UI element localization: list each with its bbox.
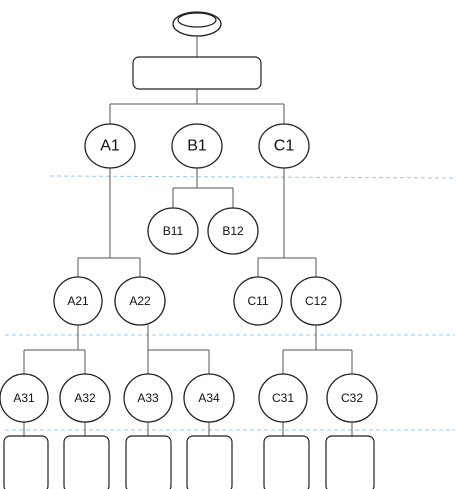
node-label: B1 [187,138,207,155]
root-box [132,56,262,90]
node-c12: C12 [290,276,342,326]
node-a34: A34 [183,373,235,423]
node-b12: B12 [207,207,259,255]
node-label: A32 [74,391,96,405]
node-label: C1 [274,138,295,155]
leaf-box [325,435,375,489]
node-label: A34 [198,391,220,405]
node-label: B12 [222,224,244,238]
node-a1: A1 [84,123,136,169]
leaf-box [3,435,49,489]
node-c1: C1 [258,123,310,169]
leaf-box [63,435,110,489]
node-label: A22 [129,294,151,308]
node-c11: C11 [233,276,283,326]
edges [23,36,353,436]
node-c32: C32 [326,373,378,423]
node-label: C31 [272,391,294,405]
node-label: A31 [13,391,35,405]
node-a33: A33 [123,373,173,423]
database-icon [172,11,222,37]
leaf-box [263,435,310,489]
node-label: A1 [100,138,120,155]
node-label: C11 [247,294,268,308]
node-a22: A22 [114,276,166,326]
leaf-box [125,435,172,489]
node-c31: C31 [258,373,308,423]
node-label: A21 [67,294,89,308]
separator-line [49,175,456,179]
node-label: B11 [163,224,184,238]
node-label: A33 [137,391,159,405]
node-a21: A21 [53,276,103,326]
leaf-box [186,435,233,489]
node-label: C32 [341,391,363,405]
node-a32: A32 [59,373,111,423]
node-a31: A31 [0,373,49,423]
node-label: C12 [305,294,327,308]
node-b1: B1 [171,123,223,169]
node-b11: B11 [147,207,199,255]
